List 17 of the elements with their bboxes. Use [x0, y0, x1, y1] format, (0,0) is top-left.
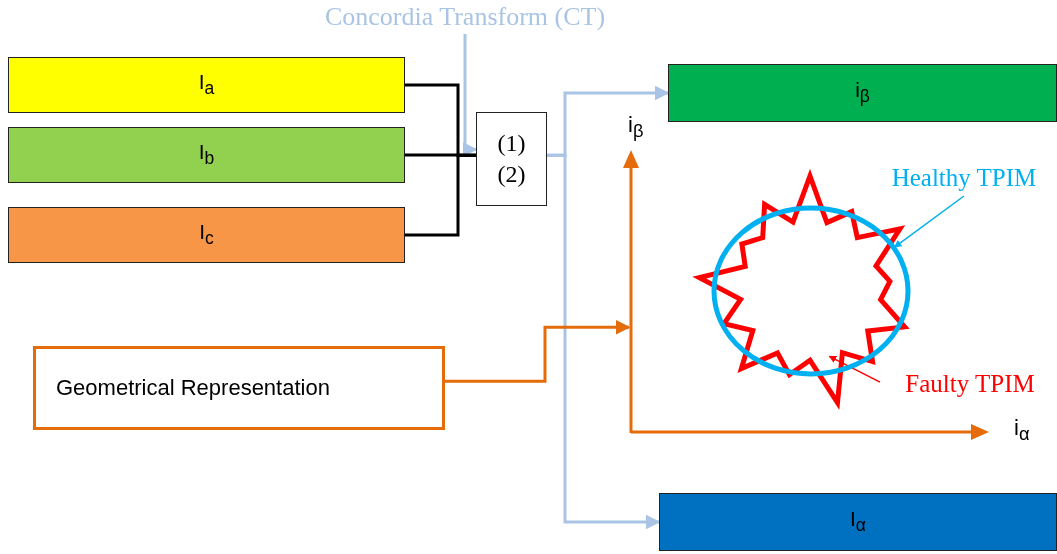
arrow	[445, 319, 631, 383]
output-box: I$_{α}$	[659, 493, 1057, 551]
signal-box: I$_{b}$	[8, 127, 405, 183]
leader-line	[893, 195, 965, 248]
circle-trace	[711, 205, 911, 377]
trace-label: Healthy TPIM	[874, 160, 1054, 196]
axis-label: i$_{β}$	[628, 112, 644, 143]
arrow	[547, 153, 661, 530]
process-box: Geometrical Representation	[33, 346, 445, 430]
signal-box: I$_{a}$	[8, 57, 405, 113]
output-box: i$_{β}$	[668, 64, 1057, 122]
signal-box: I$_{c}$	[8, 207, 405, 263]
leader-line	[828, 355, 881, 383]
equation-box: (1) (2)	[476, 112, 547, 206]
trace-label: Faulty TPIM	[880, 366, 1057, 402]
axis-label: i$_{α}$	[1014, 415, 1030, 446]
transform-label: Concordia Transform (CT)	[300, 0, 630, 34]
